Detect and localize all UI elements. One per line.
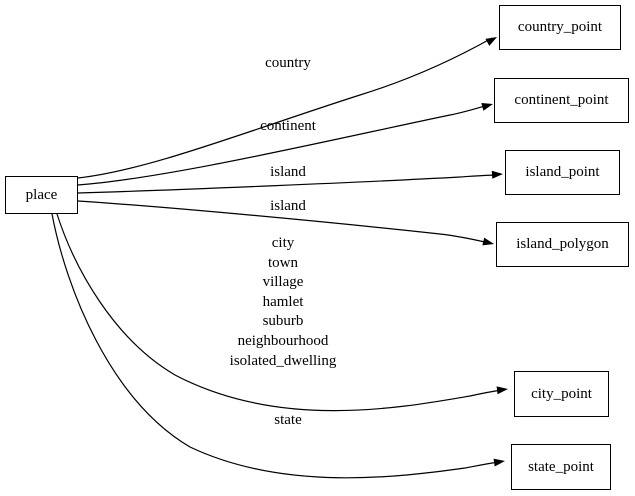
graph-node-city_point[interactable]: city_point xyxy=(514,371,609,417)
graph-node-label: island_point xyxy=(525,164,600,180)
graph-edge xyxy=(51,213,500,479)
graph-edge-arrowhead xyxy=(493,458,505,467)
edge-label-city_point: city town village hamlet suburb neighbou… xyxy=(229,235,337,369)
graph-edge xyxy=(77,200,490,244)
graph-node-label: place xyxy=(25,186,58,203)
graph-node-label: state_point xyxy=(528,458,594,475)
edge-label-country_point: country xyxy=(265,55,311,71)
edge-label-island_polygon: island xyxy=(270,198,306,214)
edge-label-state_point: state xyxy=(274,412,302,428)
graph-node-island_polygon[interactable]: island_polygon xyxy=(496,222,629,267)
edge-label-island_point: island xyxy=(270,164,306,180)
graph-edge xyxy=(56,213,503,412)
graph-edge xyxy=(77,174,499,194)
graph-node-country_point[interactable]: country_point xyxy=(499,5,621,50)
graph-node-island_point[interactable]: island_point xyxy=(505,150,620,195)
graph-node-label: continent_point xyxy=(514,92,609,108)
graph-edge-arrowhead xyxy=(491,170,503,179)
graph-node-continent_point[interactable]: continent_point xyxy=(494,78,629,123)
graph-edge-arrowhead xyxy=(482,237,494,246)
graph-node-label: city_point xyxy=(531,385,592,402)
edge-label-continent_point: continent xyxy=(260,118,316,134)
graph-node-state_point[interactable]: state_point xyxy=(511,444,611,490)
graph-edge-arrowhead xyxy=(496,386,508,395)
graph-node-place[interactable]: place xyxy=(5,176,78,214)
graph-edge xyxy=(77,104,489,186)
graph-node-label: island_polygon xyxy=(516,236,609,252)
graph-edge xyxy=(77,37,493,179)
graph-edge-arrowhead xyxy=(481,102,493,111)
graph-node-label: country_point xyxy=(517,19,603,35)
graph-edge-arrowhead xyxy=(485,37,497,46)
